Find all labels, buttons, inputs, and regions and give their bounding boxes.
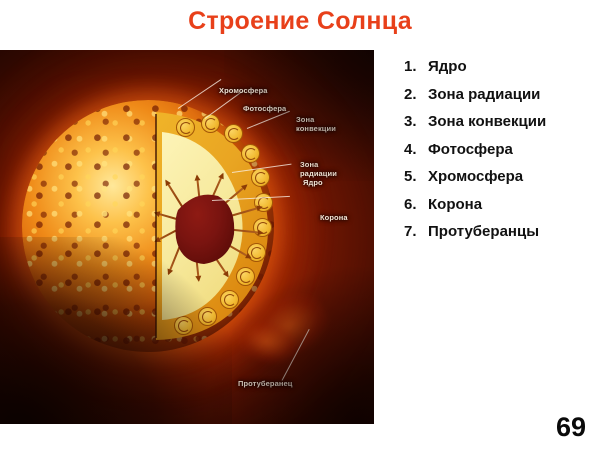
page-number: 69 — [555, 412, 586, 442]
legend-label: Фотосфера — [428, 140, 513, 158]
panel-shadow-bottom-right — [205, 266, 374, 424]
legend-number: 3. — [404, 113, 417, 130]
legend-number: 1. — [404, 58, 417, 75]
legend-label: Зона конвекции — [428, 113, 547, 130]
legend-number: 5. — [404, 168, 417, 185]
legend-item-chromosphere: 5. Хромосфера — [404, 168, 594, 186]
legend-item-convection-zone: 3. Зона конвекции — [404, 113, 594, 131]
sun-diagram-panel: Хромосфера Фотосфера Зона конвекции Зона… — [0, 50, 374, 424]
structure-legend-list: 1. Ядро 2. Зона радиации 3. Зона конвекц… — [404, 58, 594, 251]
legend-item-photosphere: 4. Фотосфера — [404, 141, 594, 159]
legend-number: 6. — [404, 195, 417, 213]
legend-item-core: 1. Ядро — [404, 58, 594, 76]
legend-label: Протуберанцы — [428, 223, 539, 240]
legend-label: Зона радиации — [428, 85, 541, 103]
callout-core: Ядро — [303, 178, 323, 187]
panel-shadow-bottom-left — [0, 237, 232, 424]
page-title: Строение Солнца — [188, 7, 412, 35]
legend-item-radiation-zone: 2. Зона радиации — [404, 86, 594, 104]
legend-label: Хромосфера — [428, 168, 524, 185]
legend-label: Ядро — [428, 58, 467, 75]
panel-shadow-top-right — [224, 50, 374, 181]
legend-number: 2. — [404, 85, 417, 103]
cutaway-seam-line — [155, 114, 157, 338]
callout-corona: Корона — [320, 213, 348, 222]
legend-label: Корона — [428, 195, 483, 213]
legend-item-corona: 6. Корона — [404, 196, 594, 214]
legend-number: 7. — [404, 223, 417, 240]
legend-item-prominences: 7. Протуберанцы — [404, 223, 594, 241]
legend-number: 4. — [404, 140, 417, 158]
